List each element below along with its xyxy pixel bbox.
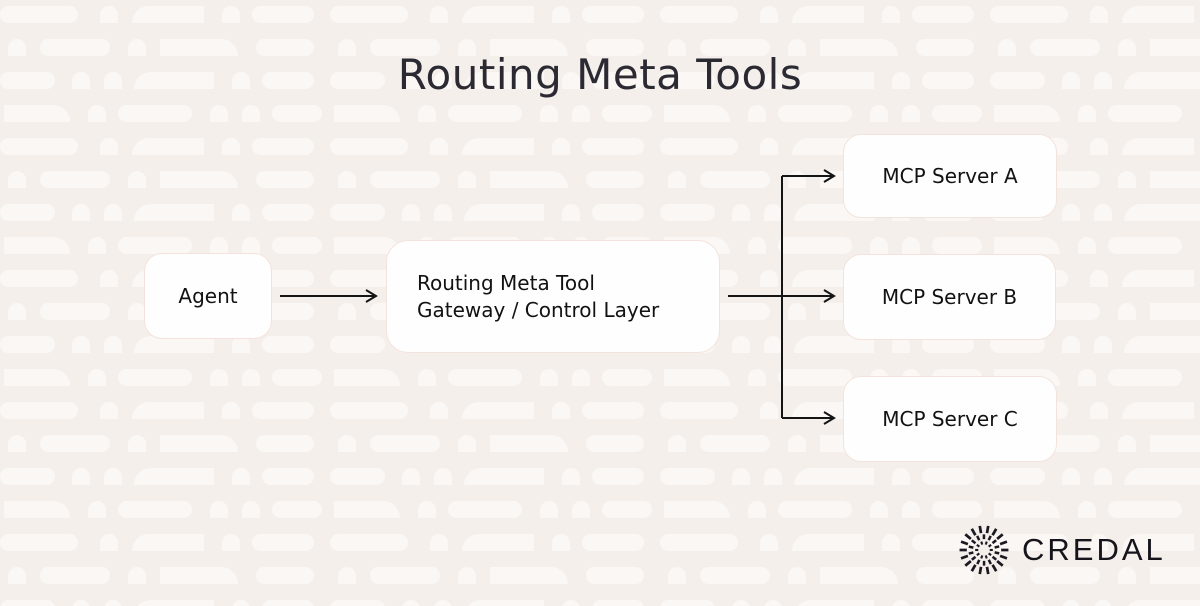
credal-logo: CREDAL	[958, 524, 1166, 576]
diagram-node-agent: Agent	[144, 253, 272, 339]
diagram-node-mcp-server-c: MCP Server C	[843, 376, 1057, 462]
mcp-server-c-label: MCP Server C	[882, 407, 1018, 431]
diagram-node-mcp-server-b: MCP Server B	[843, 254, 1056, 340]
gateway-label-line2: Gateway / Control Layer	[417, 297, 660, 322]
credal-wordmark: CREDAL	[1022, 532, 1166, 567]
agent-label: Agent	[178, 284, 238, 308]
mcp-server-b-label: MCP Server B	[881, 285, 1018, 309]
mcp-server-a-label: MCP Server A	[882, 164, 1018, 188]
page-title: Routing Meta Tools	[397, 50, 803, 99]
diagram-node-gateway: Routing Meta Tool Gateway / Control Laye…	[386, 240, 720, 353]
diagram-node-mcp-server-a: MCP Server A	[843, 134, 1057, 218]
radial-dashes-icon	[959, 525, 1009, 575]
gateway-label-line1: Routing Meta Tool	[417, 270, 595, 295]
gateway-label: Routing Meta Tool Gateway / Control Laye…	[417, 270, 659, 324]
